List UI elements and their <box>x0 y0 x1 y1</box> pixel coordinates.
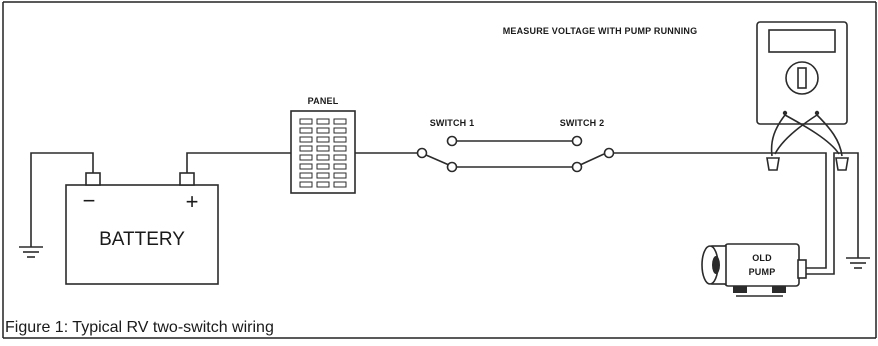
panel-fuse-slot <box>333 145 347 152</box>
multimeter <box>756 21 849 171</box>
switch-1-lower-terminal <box>446 161 458 173</box>
switch-2-label: SWITCH 2 <box>560 118 605 128</box>
pump-label-line-1: OLD <box>752 253 772 263</box>
panel-fuse-slot <box>299 154 313 161</box>
panel-fuse-slot <box>299 181 313 188</box>
switch-1-common-terminal <box>416 147 428 159</box>
battery-positive-terminal-label: + <box>186 189 199 214</box>
ground-symbol-right <box>846 257 870 269</box>
panel-fuse-slot <box>333 163 347 170</box>
panel-fuse-slot <box>316 127 330 134</box>
panel-fuse-slot <box>333 136 347 143</box>
panel-fuse-grid <box>299 118 347 188</box>
multimeter-dial-pointer <box>797 67 807 89</box>
three-way-switches <box>416 135 615 173</box>
panel-fuse-slot <box>333 181 347 188</box>
probe-clip-left <box>766 157 780 171</box>
switch-2-upper-terminal <box>571 135 583 147</box>
battery-negative-terminal-label: − <box>83 188 96 213</box>
pump-body <box>724 243 800 287</box>
panel-fuse-slot <box>316 136 330 143</box>
wire-switch-to-pump <box>614 152 827 269</box>
measurement-instruction: MEASURE VOLTAGE WITH PUMP RUNNING <box>503 26 698 36</box>
panel-fuse-slot <box>316 163 330 170</box>
panel-fuse-slot <box>316 118 330 125</box>
battery: − + BATTERY <box>65 172 219 285</box>
switch-1-lever <box>425 154 450 166</box>
panel-fuse-slot <box>333 154 347 161</box>
switch-1-upper-terminal <box>446 135 458 147</box>
multimeter-display <box>768 29 836 53</box>
figure-frame <box>2 1 877 339</box>
battery-label: BATTERY <box>99 229 185 250</box>
test-lead-left <box>770 114 786 157</box>
panel-fuse-slot <box>299 163 313 170</box>
panel-fuse-slot <box>299 118 313 125</box>
fuse-panel: PANEL <box>290 96 356 194</box>
panel-fuse-slot <box>299 127 313 134</box>
switch-2-common-terminal <box>603 147 615 159</box>
pump-foot-left <box>733 286 747 293</box>
panel-fuse-slot <box>316 181 330 188</box>
test-lead-right <box>816 114 843 157</box>
old-pump: OLD PUMP <box>701 243 807 297</box>
switch-2-lever <box>579 153 605 166</box>
panel-fuse-slot <box>333 127 347 134</box>
panel-fuse-slot <box>316 172 330 179</box>
ground-symbol-left <box>19 152 94 258</box>
panel-label: PANEL <box>308 96 339 106</box>
panel-fuse-slot <box>333 172 347 179</box>
figure-caption: Figure 1: Typical RV two-switch wiring <box>5 319 274 336</box>
multimeter-jack-com <box>782 110 788 116</box>
wire-battery-to-panel <box>186 152 291 173</box>
panel-fuse-slot <box>316 145 330 152</box>
switch-1-label: SWITCH 1 <box>430 118 475 128</box>
probe-clip-right <box>835 157 849 171</box>
switch-2-lower-terminal <box>571 161 583 173</box>
panel-fuse-slot <box>316 154 330 161</box>
pump-label-line-2: PUMP <box>749 267 776 277</box>
panel-fuse-slot <box>333 118 347 125</box>
panel-fuse-slot <box>299 145 313 152</box>
wire-pump-to-ground <box>806 152 859 275</box>
pump-foot-right <box>772 286 786 293</box>
pump-inlet-port <box>712 256 720 274</box>
panel-fuse-slot <box>299 136 313 143</box>
pump-terminal-block <box>797 259 807 279</box>
panel-fuse-slot <box>299 172 313 179</box>
multimeter-jack-volt <box>814 110 820 116</box>
